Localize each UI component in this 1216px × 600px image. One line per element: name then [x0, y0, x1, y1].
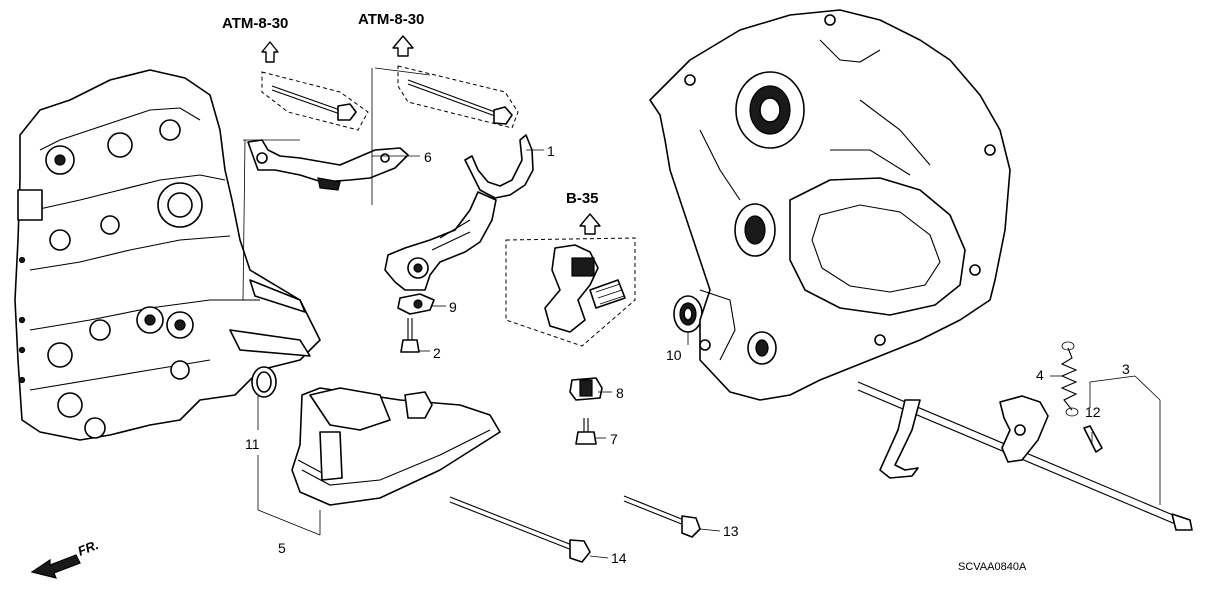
callout-4: 4 — [1036, 367, 1044, 383]
ref-atm-left[interactable]: ATM-8-30 — [222, 15, 288, 63]
ref-b35[interactable]: B-35 — [566, 190, 601, 235]
b35-assembly — [544, 244, 626, 333]
part-3-shift-shaft — [857, 381, 1193, 531]
transmission-housing — [649, 9, 1011, 401]
up-arrow-icon — [579, 213, 601, 235]
direction-arrow-icon — [30, 554, 81, 579]
part-13-bolt — [623, 495, 701, 538]
callout-7: 7 — [610, 431, 618, 447]
callout-6: 6 — [424, 149, 432, 165]
callout-12: 12 — [1085, 404, 1101, 420]
bolt-atm-left — [271, 85, 357, 121]
direction-label: FR. — [76, 537, 101, 559]
callout-13: 13 — [723, 523, 739, 539]
callout-11: 11 — [245, 436, 260, 452]
callout-2: 2 — [433, 345, 441, 361]
part-14-bolt — [449, 496, 591, 563]
callout-1: 1 — [547, 143, 555, 159]
part-6-bracket — [247, 139, 409, 191]
callout-3: 3 — [1122, 361, 1130, 377]
part-12-pin — [1083, 425, 1103, 453]
up-arrow-icon — [261, 41, 279, 63]
part-4-spring — [1060, 341, 1079, 417]
valve-body — [14, 69, 321, 441]
front-direction-indicator: FR. — [30, 537, 101, 579]
b35-box — [505, 237, 636, 347]
up-arrow-icon — [392, 35, 414, 57]
ref-atm-left-label: ATM-8-30 — [222, 15, 288, 32]
part-5-strainer — [291, 387, 501, 506]
diagram-code: SCVAA0840A — [958, 561, 1027, 573]
part-8-sensor — [569, 377, 603, 401]
ref-atm-right[interactable]: ATM-8-30 — [358, 11, 424, 57]
part-1-shift-fork — [384, 134, 534, 291]
part-11-oring — [251, 366, 277, 398]
ref-atm-right-label: ATM-8-30 — [358, 11, 424, 28]
callout-10: 10 — [666, 347, 682, 363]
callout-5: 5 — [278, 540, 286, 556]
part-10-seal — [673, 295, 703, 333]
part-7-bolt — [575, 418, 597, 445]
part-2-bolt — [400, 318, 420, 353]
leader-lines — [242, 67, 1161, 559]
callout-9: 9 — [449, 299, 457, 315]
ref-b35-label: B-35 — [566, 190, 599, 207]
callout-8: 8 — [616, 385, 624, 401]
bolt-atm-right — [407, 79, 513, 125]
callout-14: 14 — [611, 550, 627, 566]
atm-left-box — [261, 71, 369, 131]
part-9-clip — [397, 293, 435, 315]
